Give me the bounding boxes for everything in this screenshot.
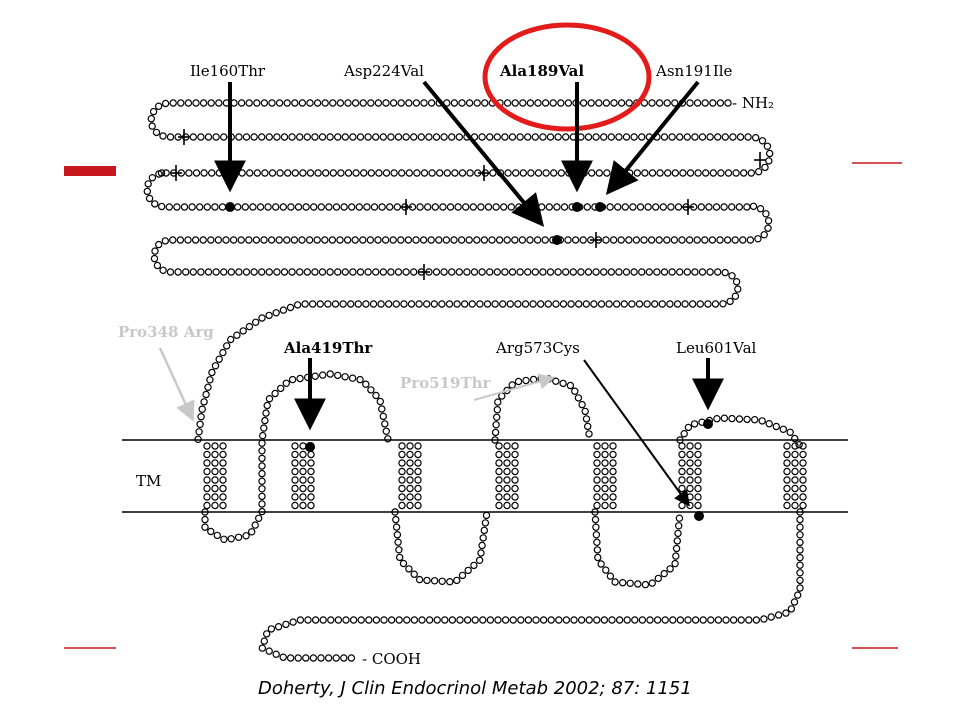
mutation-label-ile160thr: Ile160Thr — [190, 62, 266, 80]
mutation-label-ala419thr: Ala419Thr — [283, 339, 373, 357]
mutation-label-ala189val: Ala189Val — [499, 62, 584, 80]
transmembrane-helices — [203, 442, 807, 510]
citation: Doherty, J Clin Endocrinol Metab 2002; 8… — [258, 678, 692, 699]
mutation-sites — [225, 202, 713, 521]
mutation-label-arg573cys: Arg573Cys — [495, 339, 580, 357]
arrow-pro519thr — [473, 373, 556, 401]
arrow-arg573cys — [583, 359, 690, 507]
accent-bar-left — [64, 166, 116, 176]
glycosylation-marks — [170, 129, 766, 280]
mutation-label-pro519thr: Pro519Thr — [400, 374, 492, 392]
mutation-site-dot — [694, 511, 704, 521]
mutation-site-dot — [552, 235, 562, 245]
mutation-label-asn191ile: Asn191Ile — [655, 62, 733, 80]
mutation-label-asp224val: Asp224Val — [343, 62, 424, 80]
arrow-pro348arg — [158, 347, 195, 422]
nh2-terminus-label: - NH₂ — [732, 94, 774, 112]
cooh-terminus-label: - COOH — [362, 650, 421, 668]
mutation-site-dot — [595, 202, 605, 212]
mutation-site-dot — [703, 419, 713, 429]
mutation-label-leu601val: Leu601Val — [676, 339, 757, 357]
mutation-site-dot — [305, 442, 315, 452]
mutation-site-dot — [572, 202, 582, 212]
highlight-circle — [482, 22, 652, 132]
arrow-asp224val — [422, 80, 545, 227]
mutation-site-dot — [225, 202, 235, 212]
mutation-label-pro348arg: Pro348 Arg — [118, 323, 214, 341]
arrow-asn191ile — [605, 80, 700, 195]
tm-label: TM — [136, 472, 161, 490]
